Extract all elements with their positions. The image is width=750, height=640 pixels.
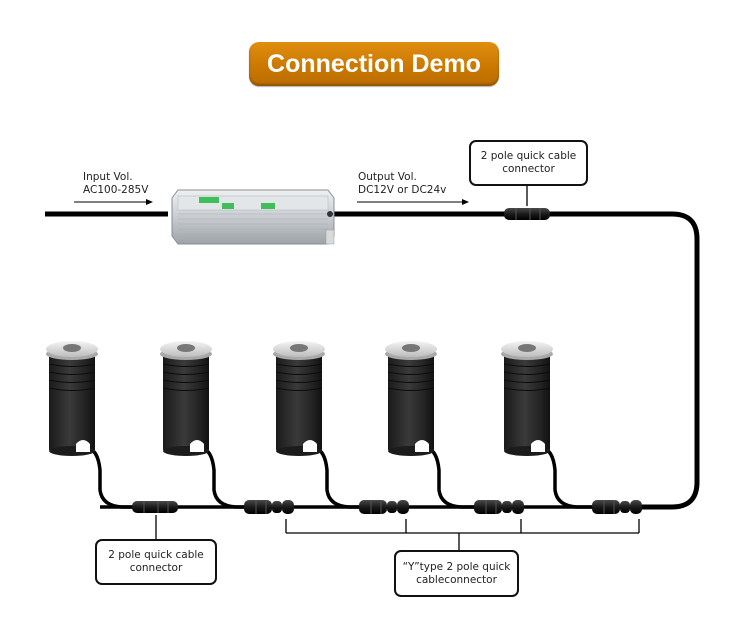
- driver-label-green: [199, 197, 219, 203]
- light-lens: [177, 344, 195, 352]
- output-arrow: [357, 199, 469, 205]
- light-lens: [402, 344, 420, 352]
- light-lens: [518, 344, 536, 352]
- y-type-connector: [244, 500, 294, 514]
- bottom-connector-callout: 2 pole quick cable connector: [95, 539, 217, 585]
- title-banner: Connection Demo: [249, 42, 499, 86]
- y-type-connector: [592, 500, 642, 514]
- input-voltage-line2: AC100-285V: [83, 184, 149, 196]
- light-lens: [290, 344, 308, 352]
- recessed-light: [501, 341, 616, 509]
- recessed-light: [273, 341, 383, 509]
- output-voltage-label: Output Vol. DC12V or DC24v: [358, 171, 446, 197]
- output-cable: [325, 211, 700, 510]
- recessed-light: [385, 341, 498, 509]
- input-arrow: [74, 199, 153, 205]
- power-supply-driver: [171, 189, 335, 245]
- input-voltage-line1: Input Vol.: [83, 171, 133, 183]
- drop-cable: [312, 445, 383, 509]
- light-body: [388, 354, 434, 452]
- callout-line1: 2 pole quick cable: [108, 549, 204, 561]
- drop-cable: [424, 445, 498, 509]
- output-voltage-line1: Output Vol.: [358, 171, 417, 183]
- y-connector-bracket: [285, 519, 640, 550]
- bottom-quick-connector: [132, 501, 178, 513]
- light-lens: [63, 344, 81, 352]
- light-body: [163, 354, 209, 452]
- light-body: [276, 354, 322, 452]
- y-type-connector: [474, 500, 524, 514]
- top-connector-callout: 2 pole quick cable connector: [469, 140, 588, 186]
- light-body: [504, 354, 550, 452]
- drop-cable: [540, 445, 616, 509]
- top-quick-connector: [504, 208, 550, 220]
- recessed-light: [160, 341, 268, 509]
- callout-line1: 2 pole quick cable: [480, 150, 577, 162]
- y-connector-callout: “Y”type 2 pole quick cableconnector: [394, 550, 519, 597]
- callout-line1: “Y”type 2 pole quick: [402, 560, 511, 573]
- drop-cable: [199, 445, 268, 509]
- recessed-light: [46, 341, 132, 509]
- output-voltage-line2: DC12V or DC24v: [358, 184, 447, 196]
- callout-line2: connector: [502, 163, 555, 175]
- callout-line2: cableconnector: [416, 573, 497, 586]
- drop-cable: [85, 445, 132, 509]
- light-body: [49, 354, 95, 452]
- y-type-connector: [359, 500, 409, 514]
- input-voltage-label: Input Vol. AC100-285V: [83, 171, 148, 197]
- callout-line2: connector: [129, 562, 183, 574]
